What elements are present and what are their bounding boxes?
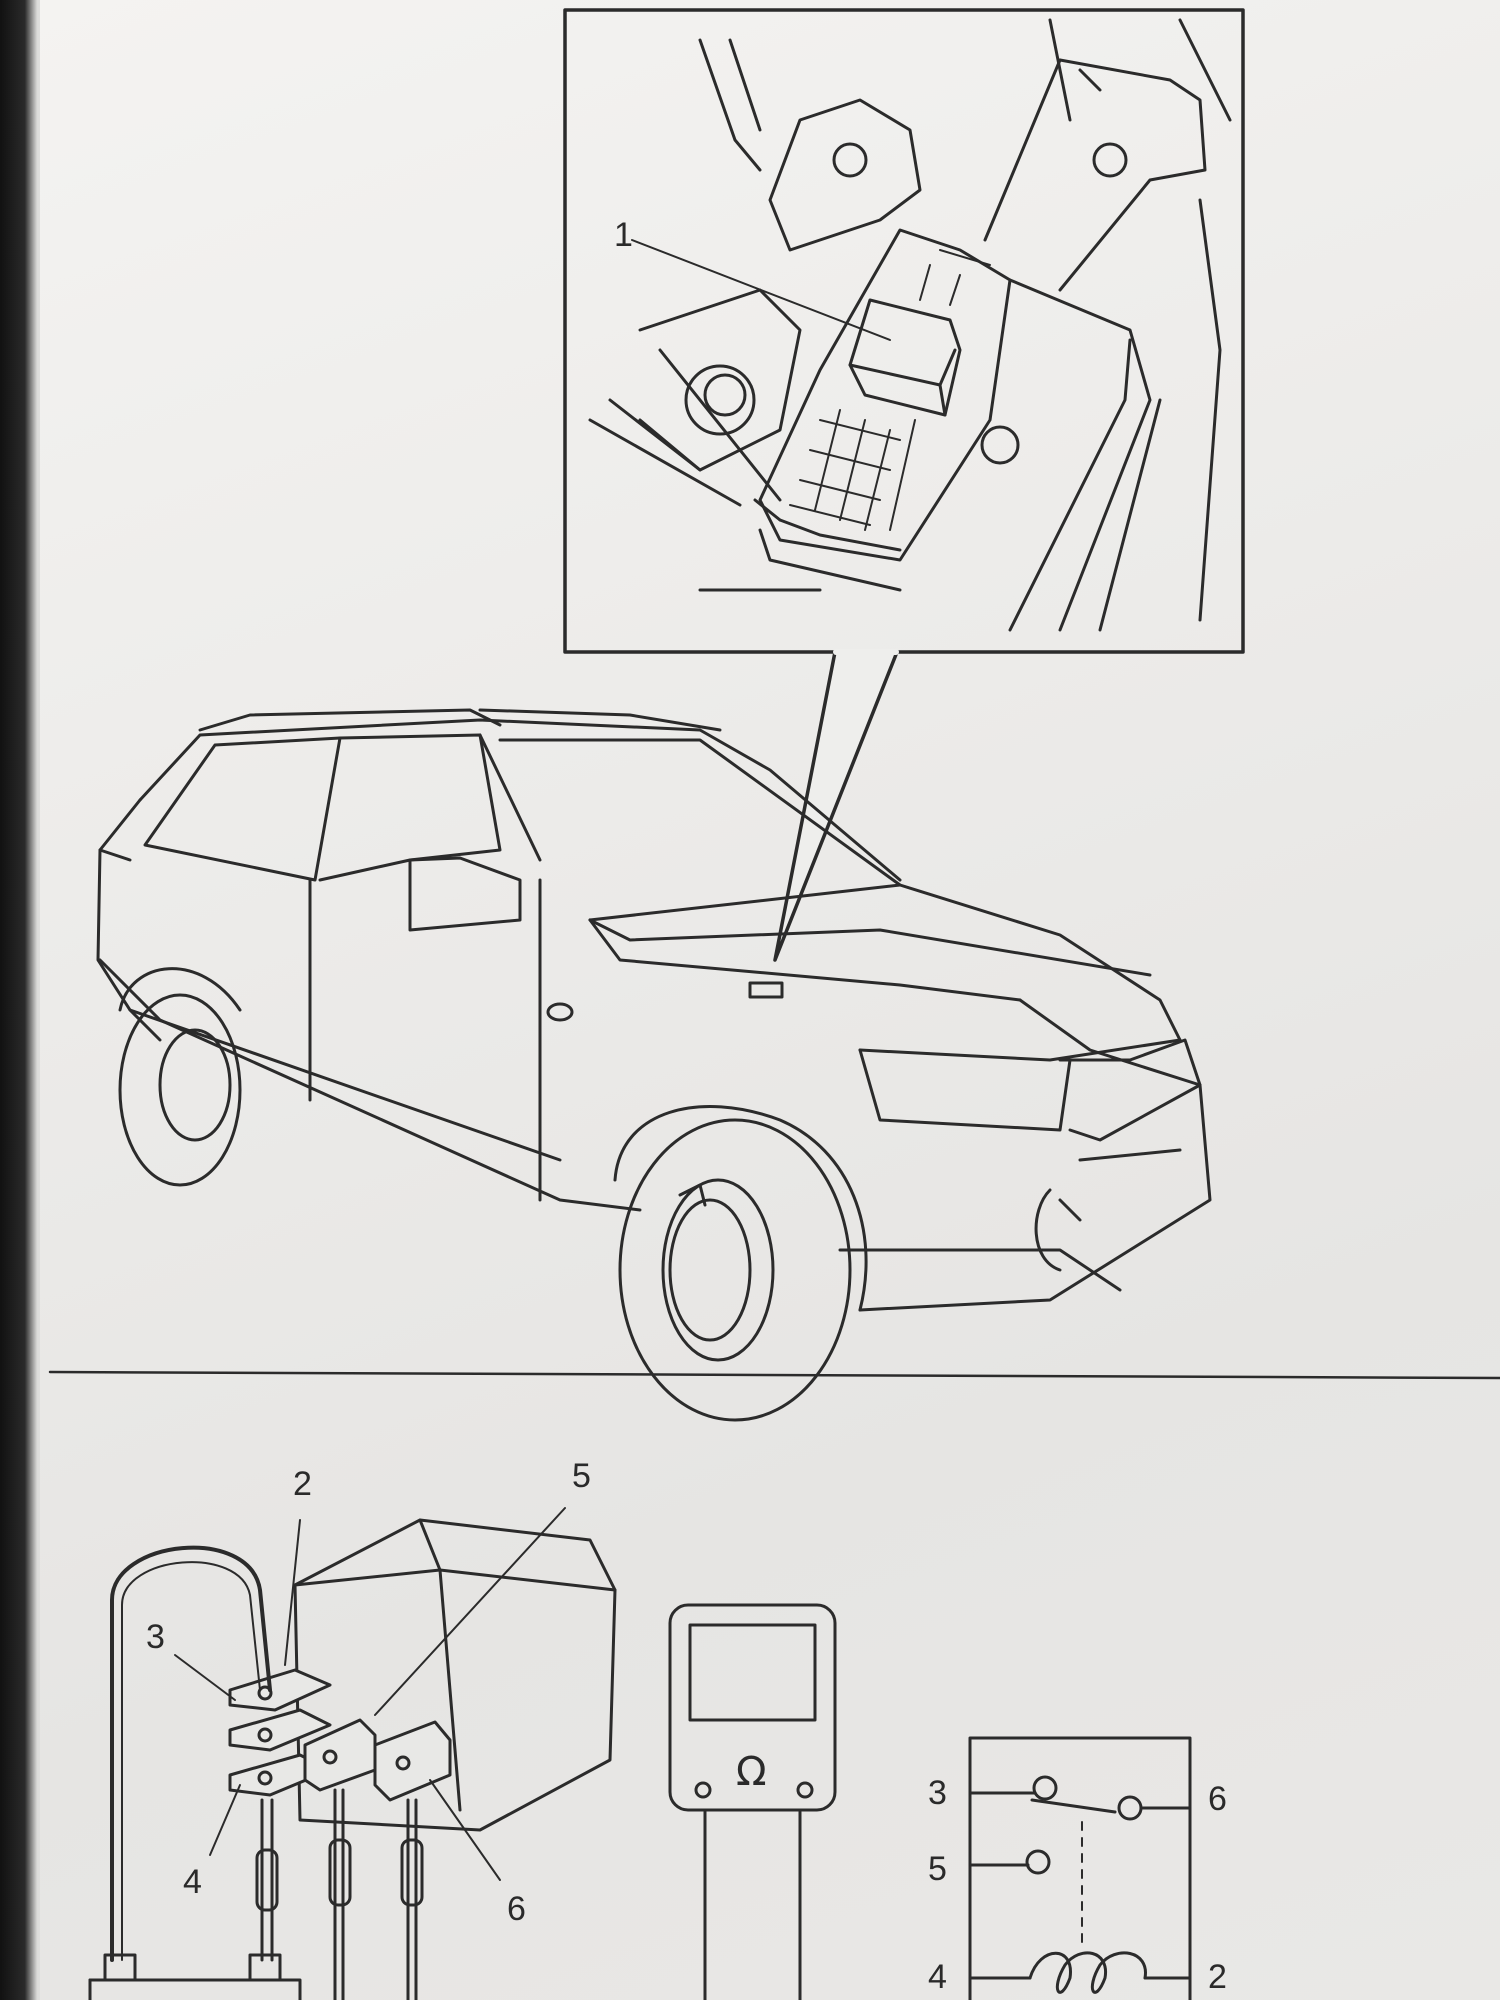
callout-1: 1 <box>614 216 633 254</box>
schematic-terminal-5: 5 <box>928 1850 947 1888</box>
inset-relay-detail <box>563 8 1245 962</box>
callout-3: 3 <box>146 1618 165 1656</box>
suv-illustration <box>96 708 1212 1422</box>
ohmmeter <box>668 1603 837 2000</box>
relay-schematic <box>968 1736 1192 2000</box>
schematic-terminal-6: 6 <box>1208 1780 1227 1818</box>
schematic-terminal-3: 3 <box>928 1774 947 1812</box>
relay-test-setup <box>88 1507 617 2000</box>
schematic-terminal-4: 4 <box>928 1958 947 1996</box>
callout-4: 4 <box>183 1863 202 1901</box>
callout-6: 6 <box>507 1890 526 1928</box>
ohm-symbol: Ω <box>736 1749 767 1795</box>
schematic-terminal-2: 2 <box>1208 1958 1227 1996</box>
manual-page <box>40 0 1500 2000</box>
callout-2: 2 <box>293 1465 312 1503</box>
section-divider <box>48 1370 1500 1380</box>
callout-5: 5 <box>572 1457 591 1495</box>
